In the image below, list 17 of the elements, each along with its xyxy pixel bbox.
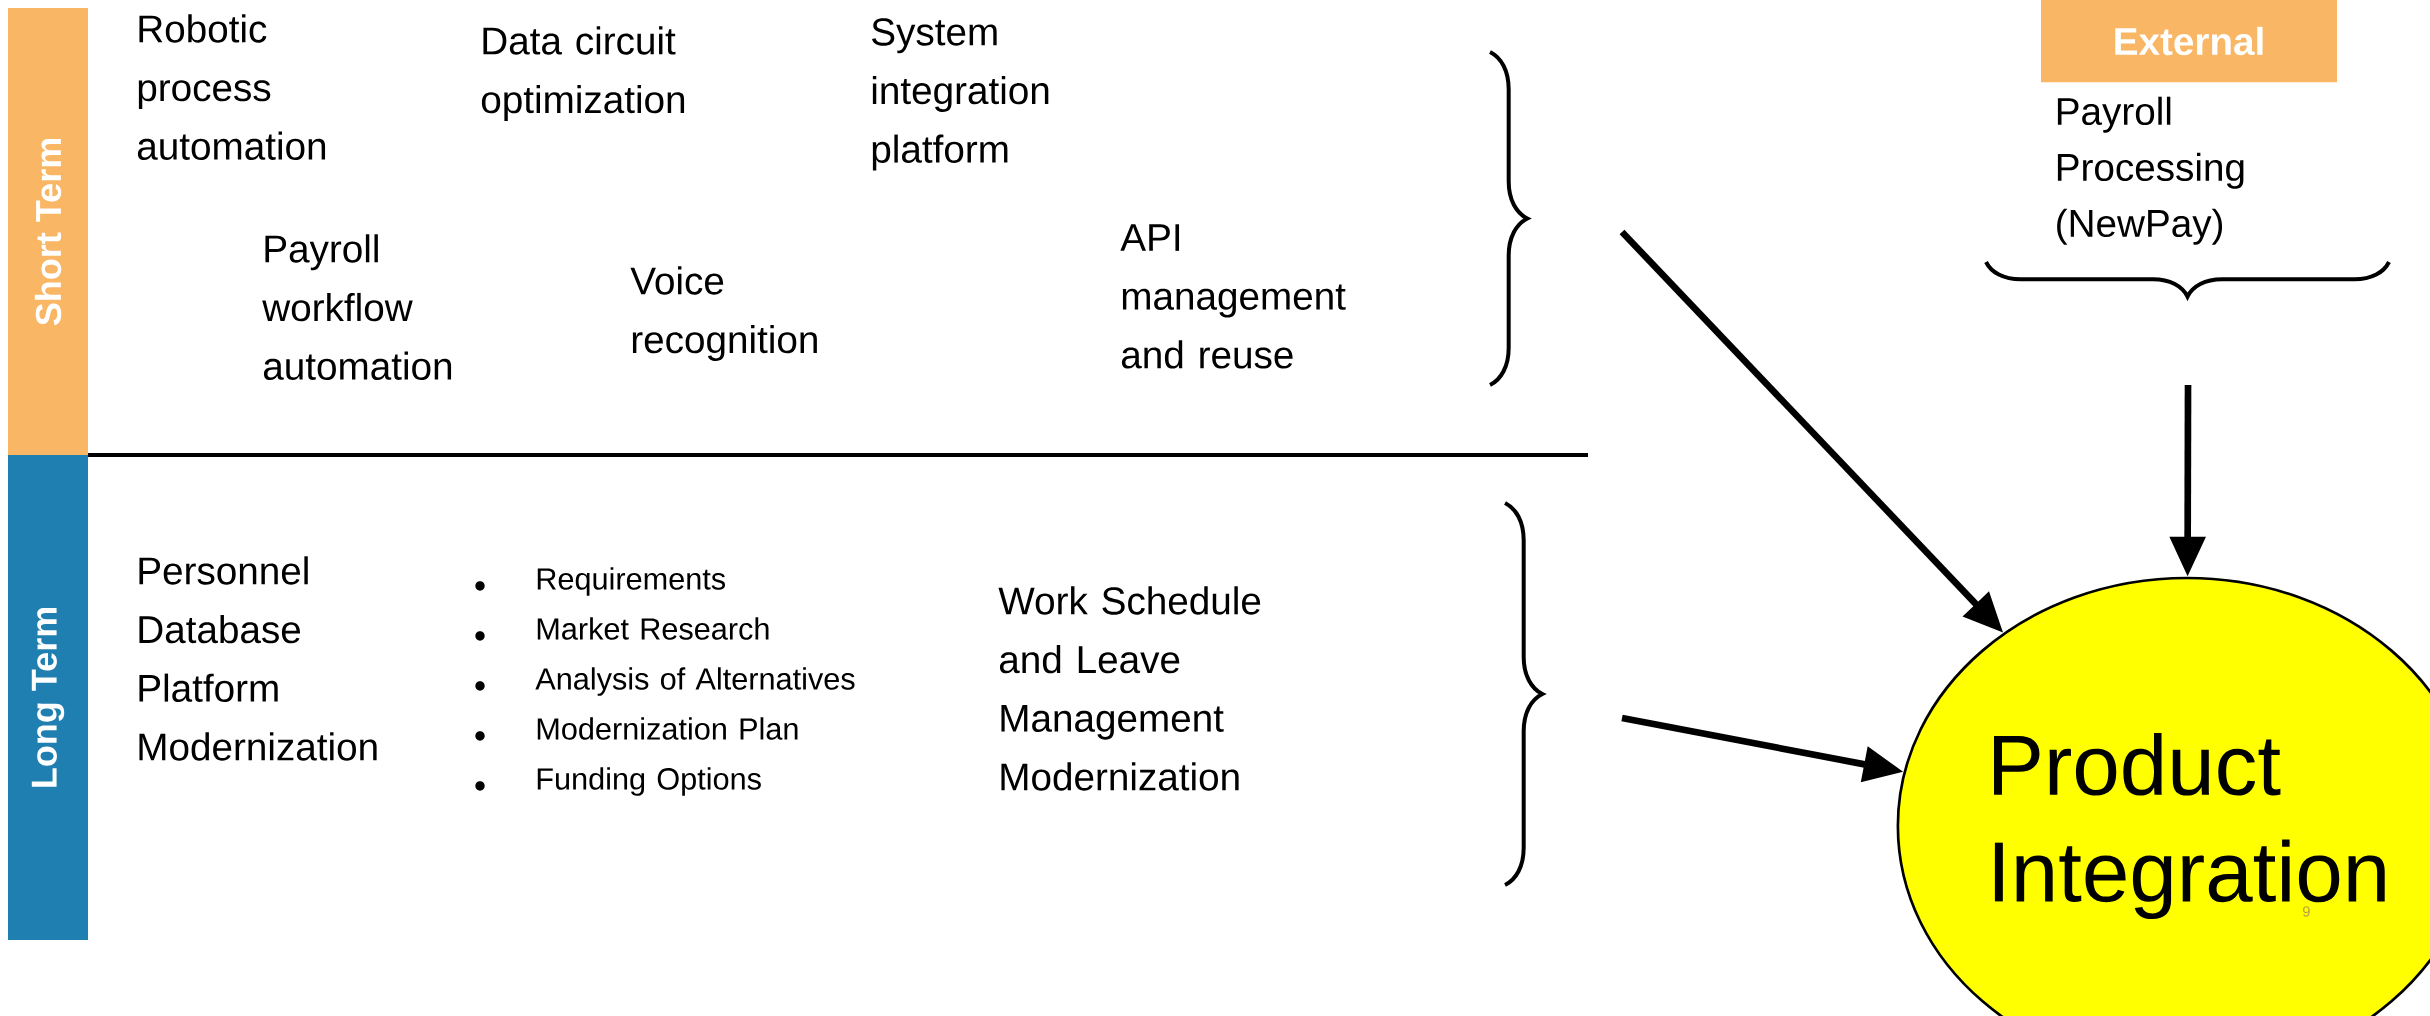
category-tag: External [2041,0,2337,83]
item-text: Payroll workflow automation [262,234,452,380]
item-text: Modernization Plan [537,717,798,740]
item-text: Work Schedule and Leave Management Modernization [998,586,1261,791]
item-text: Funding Options [537,767,761,796]
term-band: Short Term [8,8,88,455]
item-text: API management and reuse [1120,224,1346,369]
item-text: Voice recognition [630,266,817,361]
item-text: Data circuit optimization [481,26,685,121]
term-band: Long Term [8,455,88,940]
item-text: Market Research [537,617,769,640]
item-text: System integration platform [872,18,1049,171]
item-text: Personnel Database Platform Modernization [139,556,377,761]
caption-text: Payroll Processing (NewPay) [2057,96,2244,245]
item-text: Robotic process automation [137,14,326,160]
item-text: Analysis of Alternatives [535,667,855,696]
item-text: Requirements [537,567,726,596]
